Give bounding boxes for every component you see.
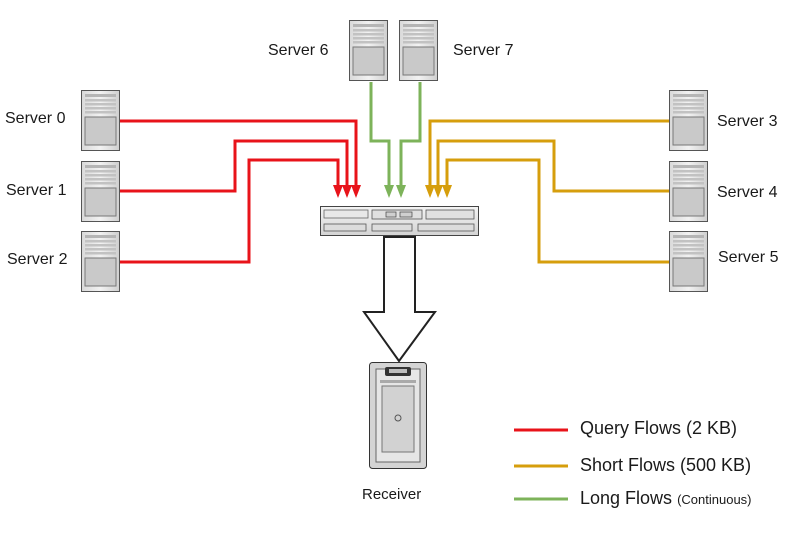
server-4-label: Server 4 — [717, 184, 778, 201]
server-0-label: Server 0 — [5, 110, 66, 127]
server-1-icon — [81, 161, 120, 222]
flow-server-7 — [399, 82, 422, 193]
legend-long-name: Long Flows — [580, 488, 673, 508]
legend-long-label: Long Flows (Continuous) — [580, 488, 752, 509]
network-switch-icon — [320, 206, 479, 236]
receiver-server-icon — [369, 362, 427, 469]
query-flow-arrowheads — [333, 185, 361, 198]
legend-query-label: Query Flows (2 KB) — [580, 418, 738, 438]
flow-server-3 — [428, 119, 669, 193]
flow-server-2 — [120, 158, 340, 264]
server-7-label: Server 7 — [453, 42, 514, 59]
short-flow-lines — [428, 119, 669, 264]
server-3-icon — [669, 90, 708, 151]
legend-short-label: Short Flows (500 KB) — [580, 455, 752, 475]
server-2-label: Server 2 — [7, 251, 68, 268]
server-1-label: Server 1 — [6, 182, 67, 199]
flow-server-1 — [120, 139, 349, 193]
query-flow-lines — [120, 119, 358, 264]
server-3-label: Server 3 — [717, 113, 778, 130]
receiver-label: Receiver — [362, 486, 422, 503]
flow-server-6 — [369, 82, 391, 193]
server-4-icon — [669, 161, 708, 222]
long-flow-arrowheads — [384, 185, 406, 198]
short-flow-arrowheads — [425, 185, 452, 198]
flow-server-0 — [120, 119, 358, 193]
server-5-icon — [669, 231, 708, 292]
legend-long-detail: (Continuous) — [677, 492, 752, 507]
server-5-label: Server 5 — [718, 249, 779, 266]
server-2-icon — [81, 231, 120, 292]
long-flow-lines — [369, 82, 422, 193]
server-6-label: Server 6 — [268, 42, 329, 59]
server-0-icon — [81, 90, 120, 151]
server-7-icon — [399, 20, 438, 81]
server-6-icon — [349, 20, 388, 81]
flow-server-5 — [445, 158, 669, 264]
flow-server-4 — [436, 139, 669, 193]
down-arrow-icon — [362, 236, 437, 363]
